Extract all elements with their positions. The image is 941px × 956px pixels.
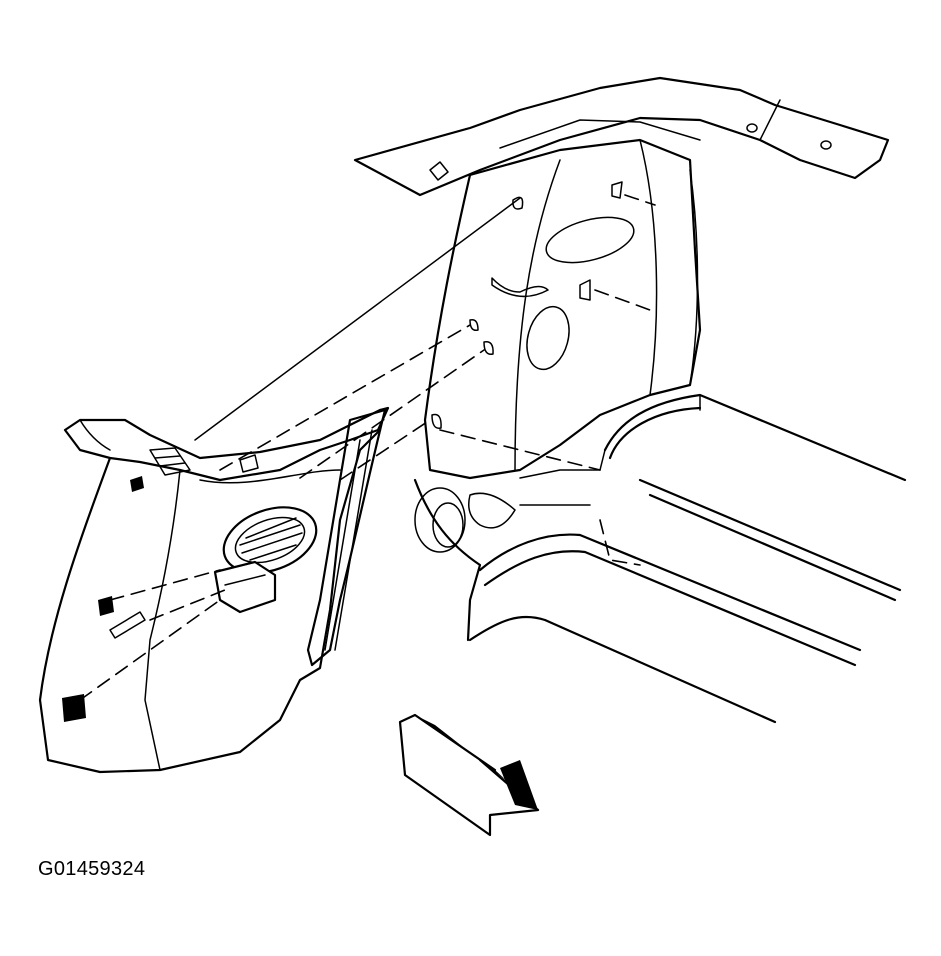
speaker-bracket — [213, 560, 277, 614]
speaker-grille — [222, 506, 318, 574]
speaker-hole — [414, 487, 466, 553]
trim-strip — [306, 408, 387, 667]
c-pillar — [423, 138, 702, 480]
figure-code: G01459324 — [38, 858, 146, 880]
pillar-oval-opening — [545, 216, 635, 264]
trunk-floor — [603, 393, 907, 482]
vehicle-body — [353, 76, 907, 724]
wheelhouse — [413, 478, 482, 642]
alignment-lines — [79, 197, 521, 701]
quarter-trim-panel — [38, 406, 390, 774]
trim-upper-flange — [63, 406, 390, 482]
front-direction-arrow — [398, 713, 540, 837]
trim-panel-body — [38, 428, 382, 774]
pillar-lower-opening — [526, 305, 570, 371]
roof-rail — [353, 76, 890, 197]
